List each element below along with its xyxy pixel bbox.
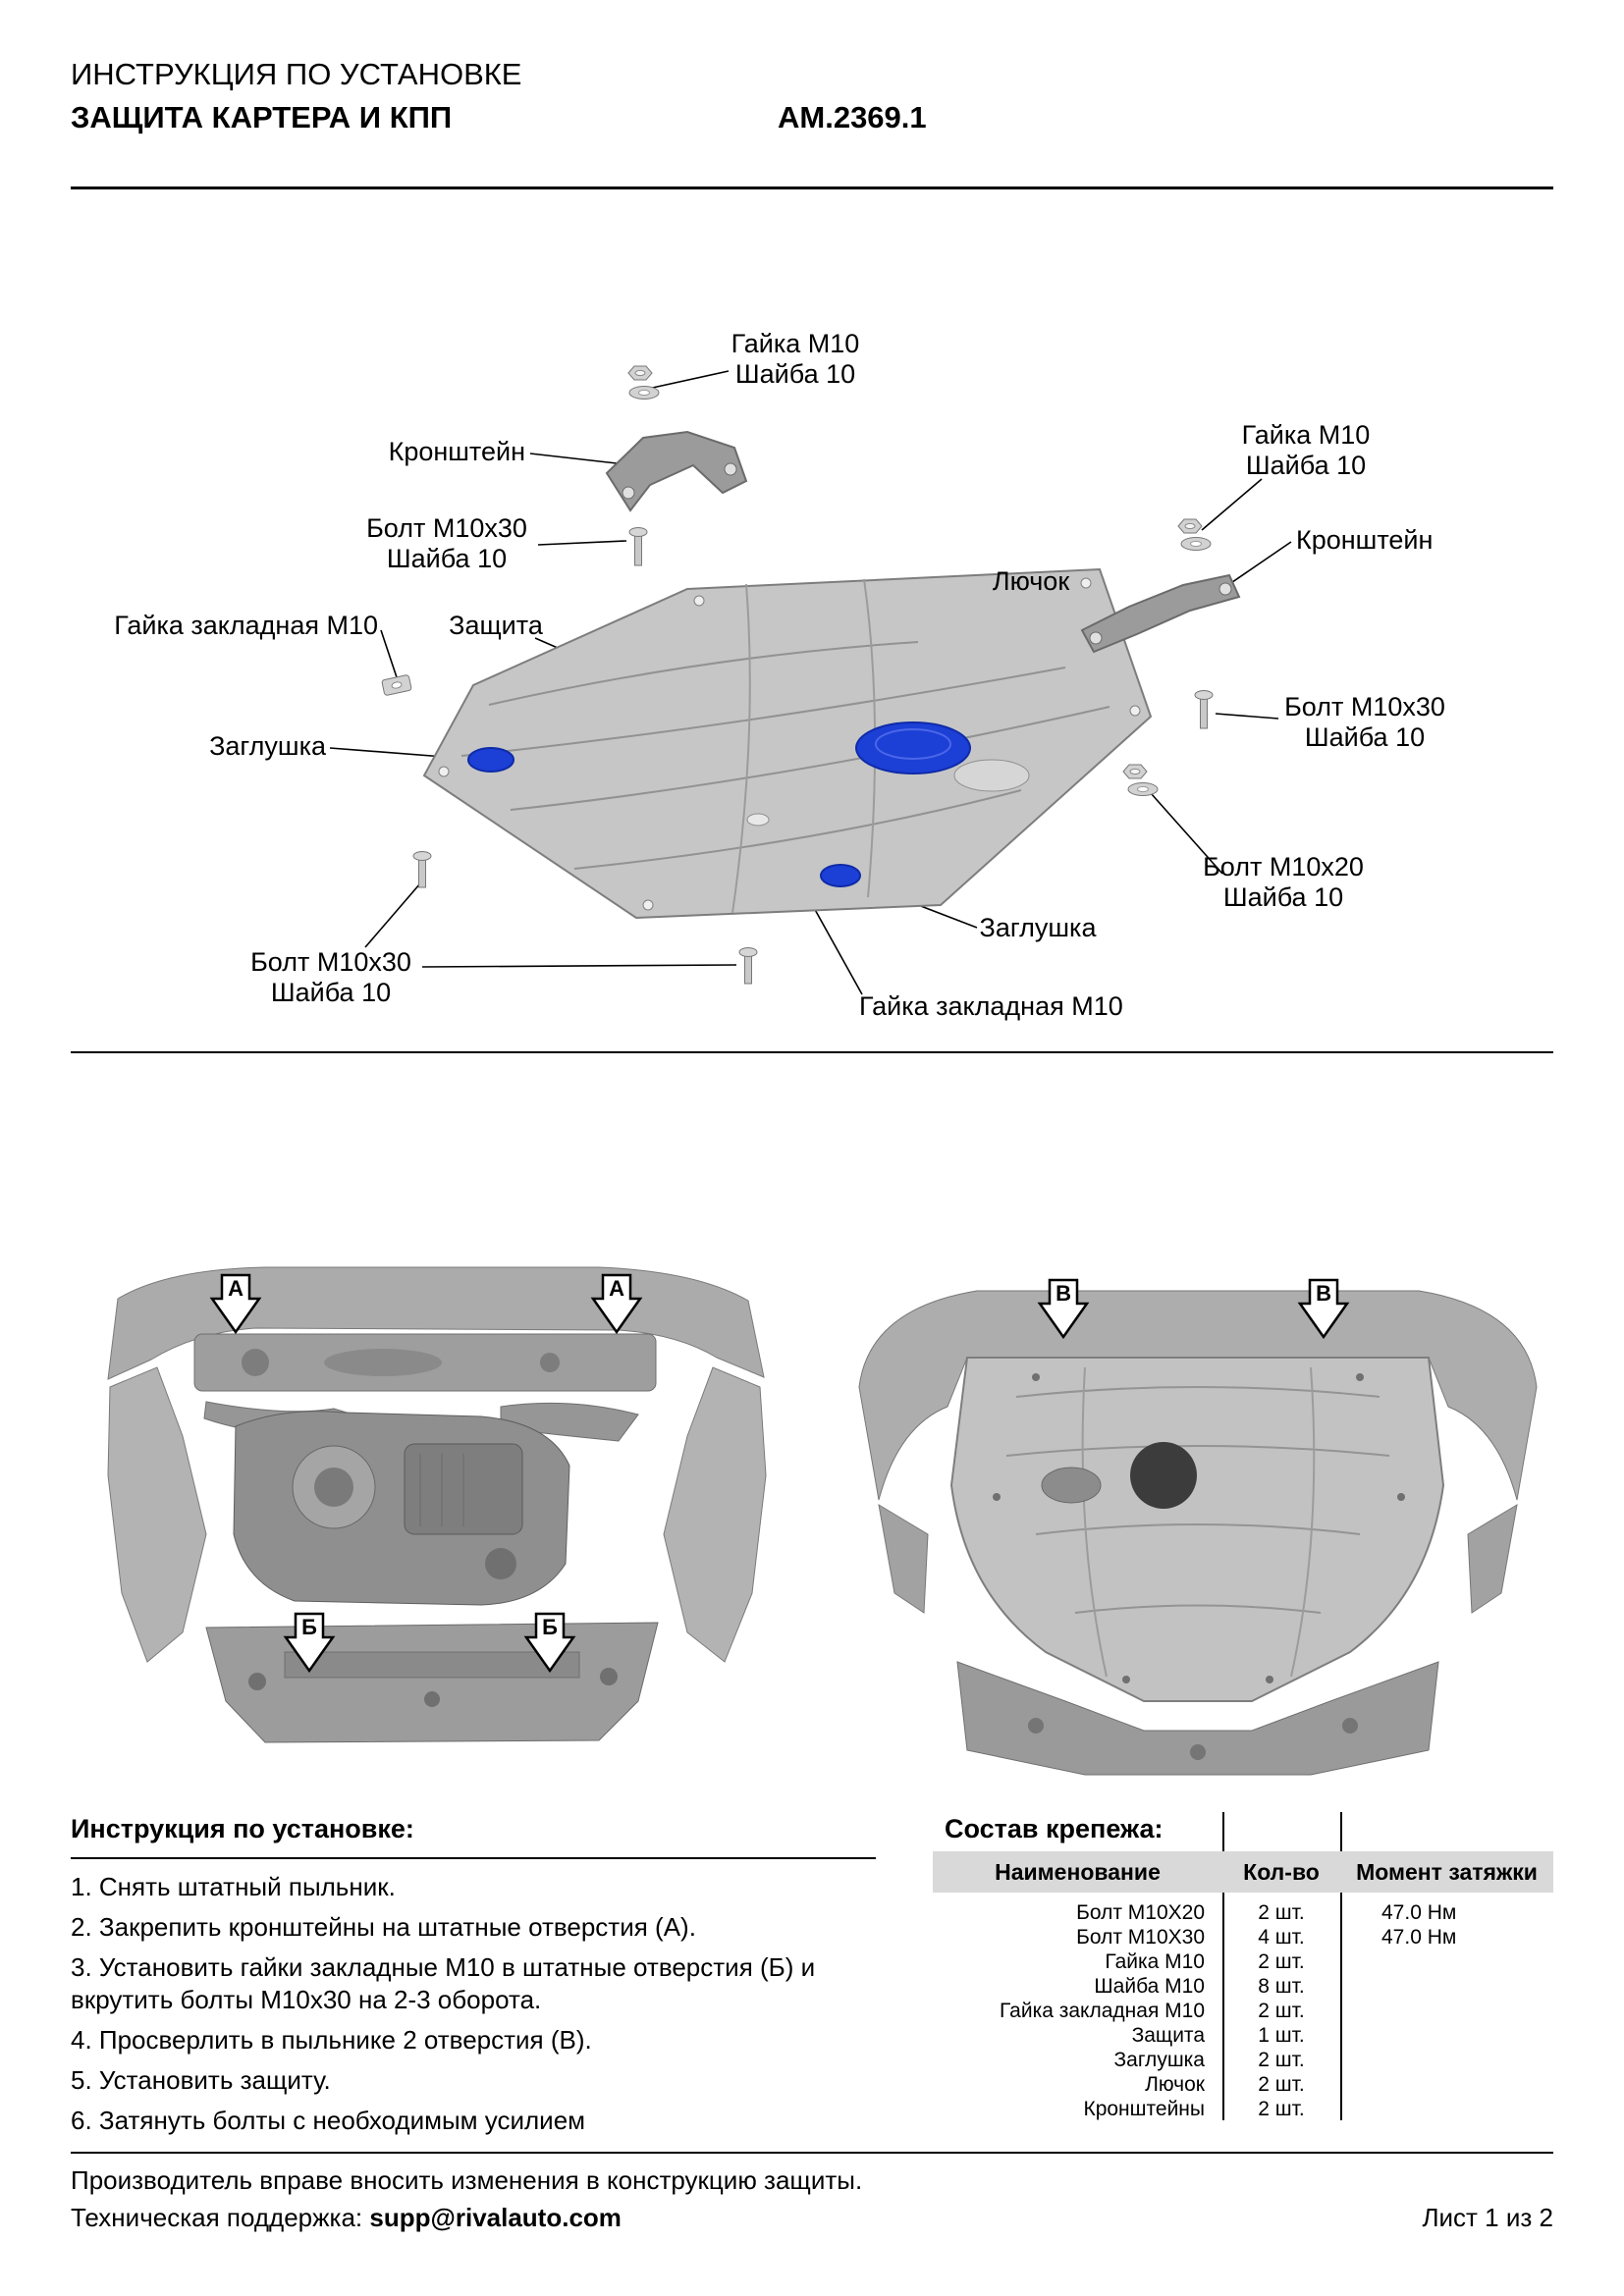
underbody-after-image: В В xyxy=(858,1278,1538,1776)
svg-text:В: В xyxy=(1056,1281,1071,1306)
callout-nut-m10-top: Гайка М10 Шайба 10 xyxy=(731,329,860,389)
svg-text:А: А xyxy=(228,1276,244,1301)
hardware-table-header: Наименование Кол-во Момент затяжки xyxy=(933,1851,1553,1893)
callout-plug-left: Заглушка xyxy=(209,731,326,761)
anchor-nut-icon xyxy=(381,674,412,696)
instruction-step: 3. Установить гайки закладные М10 в штат… xyxy=(71,1951,816,2015)
plug-left xyxy=(467,747,514,773)
instruction-step: 5. Установить защиту. xyxy=(71,2064,331,2095)
table-divider xyxy=(1340,1812,1342,2120)
nut-icon xyxy=(627,365,653,381)
svg-text:Б: Б xyxy=(301,1615,317,1639)
instruction-step: 4. Просверлить в пыльнике 2 отверстия (В… xyxy=(71,2025,592,2056)
callout-plug-bottom: Заглушка xyxy=(979,913,1097,942)
marker-a-icon: А xyxy=(590,1273,643,1335)
washer-icon xyxy=(1180,537,1212,551)
table-row: Шайба М10 8 шт. xyxy=(1094,1974,1305,1998)
marker-a-icon: А xyxy=(209,1273,262,1335)
table-row: Защита 1 шт. xyxy=(1131,2023,1305,2047)
table-divider xyxy=(1222,1812,1224,2120)
col-header-torque: Момент затяжки xyxy=(1356,1858,1538,1885)
instructions-title: Инструкция по установке: xyxy=(71,1814,414,1843)
svg-text:Б: Б xyxy=(542,1615,558,1639)
marker-v-icon: В xyxy=(1037,1278,1090,1340)
callout-anchor-nut-left: Гайка закладная М10 xyxy=(114,611,378,640)
mid-rule xyxy=(71,1051,1553,1053)
instructions-list: 1. Снять штатный пыльник. 2. Закрепить к… xyxy=(71,1871,905,2145)
callout-bracket-left: Кронштейн xyxy=(388,437,525,466)
doc-title-line1: ИНСТРУКЦИЯ ПО УСТАНОВКЕ xyxy=(71,57,522,91)
col-header-name: Наименование xyxy=(995,1858,1161,1885)
table-row: Гайка М10 2 шт. xyxy=(1105,1949,1305,1973)
part-number: АМ.2369.1 xyxy=(778,100,927,134)
instructions-rule xyxy=(71,1857,876,1859)
exploded-view-section: Гайка М10 Шайба 10 Кронштейн Гайка М10 Ш… xyxy=(0,245,1624,1060)
marker-v-icon: В xyxy=(1297,1278,1350,1340)
bolt-icon xyxy=(738,947,758,985)
table-row: Болт М10Х20 2 шт. 47.0 Нм xyxy=(1076,1900,1457,1924)
bracket-right xyxy=(1080,573,1241,654)
exploded-view-diagram xyxy=(329,365,1292,995)
support-email[interactable]: supp@rivalauto.com xyxy=(369,2203,622,2232)
manufacturer-note: Производитель вправе вносить изменения в… xyxy=(71,2165,863,2195)
table-row: Гайка закладная М10 2 шт. xyxy=(999,1999,1305,2022)
support-line: Техническая поддержка: supp@rivalauto.co… xyxy=(71,2203,622,2233)
bolt-icon xyxy=(628,527,648,566)
support-label: Техническая поддержка: xyxy=(71,2203,370,2232)
callout-anchor-nut-bottom: Гайка закладная М10 xyxy=(859,991,1123,1021)
instruction-step: 6. Затянуть болты с необходимым усилием xyxy=(71,2105,586,2135)
nut-icon xyxy=(1177,518,1203,534)
callout-bracket-right: Кронштейн xyxy=(1296,525,1434,555)
blue-parts xyxy=(467,721,971,887)
anchor-slot xyxy=(746,813,770,827)
marker-b-icon: Б xyxy=(523,1612,576,1674)
table-row: Заглушка 2 шт. xyxy=(1113,2048,1305,2071)
table-row: Кронштейны 2 шт. xyxy=(1083,2097,1305,2120)
callout-bolt-m10x30-left: Болт М10х30 Шайба 10 xyxy=(366,513,527,573)
protection-plate xyxy=(422,567,1153,920)
bolt-icon xyxy=(1194,690,1214,729)
hardware-table: Болт М10Х20 2 шт. 47.0 Нм Болт М10Х30 4 … xyxy=(933,1900,1553,2121)
callout-hatch: Лючок xyxy=(992,566,1070,596)
footer-rule xyxy=(71,2152,1553,2154)
callout-bolt-m10x30-bottom: Болт М10х30 Шайба 10 xyxy=(250,947,411,1007)
hardware-title: Состав крепежа: xyxy=(945,1814,1164,1843)
table-row: Болт М10Х30 4 шт. 47.0 Нм xyxy=(1076,1925,1457,1949)
washer-icon xyxy=(1127,782,1159,796)
page-number: Лист 1 из 2 xyxy=(1422,2203,1553,2232)
col-header-qty: Кол-во xyxy=(1243,1858,1320,1885)
svg-text:В: В xyxy=(1316,1281,1331,1306)
plug-bottom xyxy=(820,864,861,887)
hatch-opening xyxy=(953,759,1030,792)
svg-text:А: А xyxy=(609,1276,624,1301)
callout-bolt-m10x30-right: Болт М10х30 Шайба 10 xyxy=(1284,692,1445,752)
header-rule xyxy=(71,187,1553,189)
callout-plate: Защита xyxy=(449,611,543,640)
doc-title-line2: ЗАЩИТА КАРТЕРА И КПП xyxy=(71,100,453,134)
instruction-step: 2. Закрепить кронштейны на штатные отвер… xyxy=(71,1911,696,1942)
underbody-before-image: А А Б Б xyxy=(107,1266,767,1743)
washer-icon xyxy=(628,386,660,400)
callout-bolt-m10x20: Болт М10х20 Шайба 10 xyxy=(1203,852,1364,912)
instruction-step: 1. Снять штатный пыльник. xyxy=(71,1872,396,1901)
bracket-left xyxy=(605,430,748,512)
marker-b-icon: Б xyxy=(283,1612,336,1674)
nut-icon xyxy=(1122,764,1148,779)
callout-nut-m10-right: Гайка М10 Шайба 10 xyxy=(1241,420,1371,480)
table-row: Лючок 2 шт. xyxy=(1145,2072,1305,2096)
bolt-icon xyxy=(412,851,432,888)
